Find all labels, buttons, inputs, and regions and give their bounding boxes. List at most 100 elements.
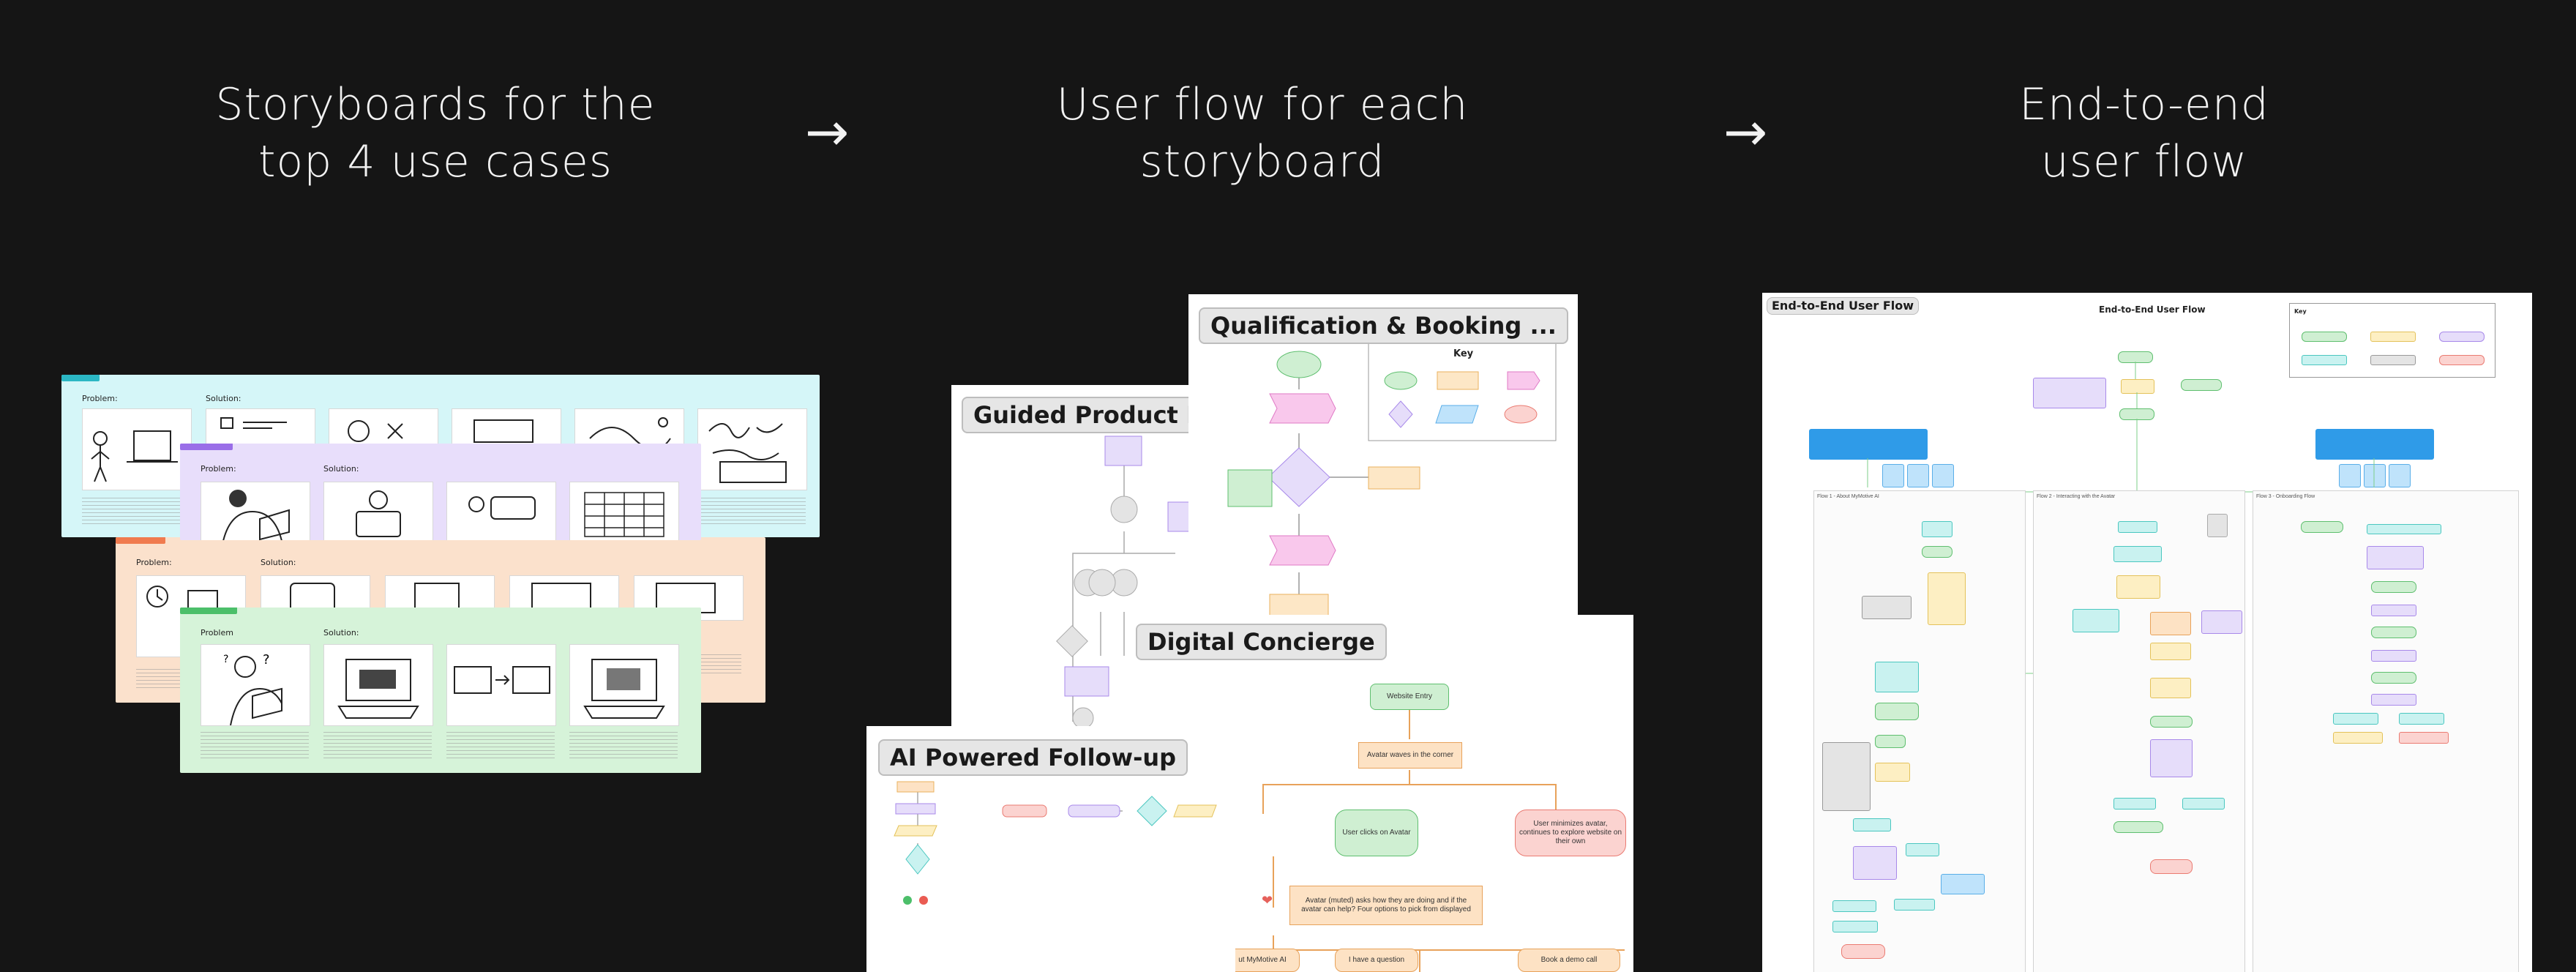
e2e-end-node: [2399, 732, 2449, 744]
storyboard-tag: [116, 537, 165, 544]
option-have-question[interactable]: I have a question: [1335, 949, 1418, 972]
arrow-2: →: [1723, 105, 1767, 158]
sketch-panel: [569, 482, 679, 540]
qualification-flow-diagram: [1188, 294, 1578, 638]
e2e-node: [2118, 521, 2157, 533]
lane-1-header: Flow 1 - About MyMotive AI: [1817, 494, 1879, 499]
e2e-node: [2371, 694, 2416, 706]
e2e-node: [1832, 900, 1876, 912]
e2e-node: [2371, 605, 2416, 616]
e2e-node: [1922, 546, 1952, 558]
solution-label: Solution:: [323, 628, 359, 638]
concierge-flow-title: Digital Concierge: [1136, 624, 1387, 660]
e2e-end-node: [1841, 944, 1885, 959]
e2e-node: [1862, 596, 1912, 619]
e2e-node: [2150, 678, 2191, 698]
problem-label: Problem:: [136, 558, 172, 567]
problem-label: Problem:: [82, 394, 118, 403]
e2e-node: [1832, 921, 1878, 932]
e2e-node: [2113, 546, 2162, 562]
e2e-node: [1875, 735, 1906, 748]
e2e-node: [1875, 703, 1919, 720]
qualification-flow-title: Qualification & Booking ...: [1199, 307, 1568, 344]
e2e-node: [1941, 874, 1985, 894]
e2e-node: [1906, 843, 1939, 856]
svg-text:❤: ❤: [1262, 893, 1273, 908]
e2e-node: [1875, 662, 1919, 692]
storyboards-header: Storyboards for the top 4 use cases: [198, 76, 673, 190]
followup-flow-title: AI Powered Follow-up: [878, 739, 1188, 776]
sketch-panel: [206, 408, 315, 446]
option-about-mymotive[interactable]: ut MyMotive AI: [1225, 949, 1300, 972]
e2e-node: [2073, 609, 2119, 632]
lane-3-header: Flow 3 - Onboarding Flow: [2256, 494, 2315, 499]
storyboard-card-4[interactable]: Problem Solution: ??: [180, 608, 701, 773]
caption-text: [82, 498, 190, 527]
caption-text: [697, 654, 741, 676]
end-to-end-flow-frame[interactable]: End-to-End User Flow End-to-End User Flo…: [1762, 293, 2532, 972]
e2e-node: [2367, 524, 2441, 534]
e2e-node: [2367, 546, 2424, 569]
avatar-asks-node[interactable]: Avatar (muted) asks how they are doing a…: [1289, 886, 1483, 925]
caption-text: [697, 498, 806, 527]
avatar-waves-node[interactable]: Avatar waves in the corner: [1358, 742, 1462, 769]
e2e-node: [2116, 575, 2160, 599]
problem-label: Problem: [201, 628, 233, 638]
lane-2-header: Flow 2 - Interacting with the Avatar: [2037, 494, 2115, 499]
guided-flow-title: Guided Product Di...: [962, 397, 1200, 433]
option-book-demo[interactable]: Book a demo call: [1518, 949, 1620, 972]
svg-text:?: ?: [223, 654, 228, 665]
e2e-node: [2333, 732, 2383, 744]
problem-label: Problem:: [201, 464, 236, 474]
qualification-key-title: Key: [1453, 348, 1473, 359]
end-to-end-header: End-to-end user flow: [1917, 76, 2371, 190]
e2e-node: [2371, 650, 2416, 662]
sketch-panel: [82, 408, 192, 490]
e2e-node: [2207, 514, 2228, 537]
storyboard-tag: [61, 375, 100, 381]
e2e-node: [2371, 672, 2416, 684]
storyboard-tag: [180, 444, 233, 450]
solution-label: Solution:: [323, 464, 359, 474]
e2e-node: [2371, 581, 2416, 593]
user-flow-header: User flow for each storyboard: [1025, 76, 1500, 190]
sketch-panel: [201, 482, 310, 540]
e2e-node: [1922, 521, 1952, 537]
e2e-end-node: [2150, 859, 2193, 874]
e2e-node: [2182, 798, 2225, 810]
user-clicks-avatar-node[interactable]: User clicks on Avatar: [1335, 810, 1418, 856]
e2e-node: [2333, 713, 2378, 725]
e2e-node: [2150, 612, 2191, 635]
sketch-panel: [446, 644, 556, 726]
e2e-node: [2150, 643, 2191, 660]
caption-text: [201, 732, 309, 761]
caption-text: [446, 732, 555, 761]
qualification-flow-frame[interactable]: Key Qualification & Booking ...: [1188, 294, 1578, 638]
user-minimizes-avatar-node[interactable]: User minimizes avatar, continues to expl…: [1515, 810, 1626, 856]
e2e-node: [2201, 610, 2242, 634]
sketch-panel: [323, 482, 433, 540]
e2e-node: [2399, 713, 2444, 725]
e2e-node: [1928, 572, 1966, 625]
sketch-panel: [569, 644, 679, 726]
e2e-node: [2113, 821, 2163, 833]
solution-label: Solution:: [261, 558, 296, 567]
e2e-node: [2371, 627, 2416, 638]
storyboard-card-2[interactable]: Problem: Solution:: [180, 444, 701, 540]
solution-label: Solution:: [206, 394, 242, 403]
storyboard-tag: [180, 608, 237, 614]
caption-text: [323, 732, 432, 761]
sketch-panel: [446, 482, 556, 540]
svg-text:?: ?: [263, 652, 270, 668]
e2e-node: [1853, 846, 1897, 880]
e2e-node: [1853, 818, 1891, 831]
website-entry-node[interactable]: Website Entry: [1370, 684, 1449, 710]
e2e-node: [2150, 716, 2193, 728]
e2e-node: [1894, 899, 1935, 911]
sketch-panel: [323, 644, 433, 726]
followup-flow-frame[interactable]: AI Powered Follow-up: [866, 726, 1235, 972]
caption-text: [569, 732, 678, 761]
e2e-node: [2113, 798, 2156, 810]
sketch-panel: ??: [201, 644, 310, 726]
e2e-node: [2150, 739, 2193, 777]
